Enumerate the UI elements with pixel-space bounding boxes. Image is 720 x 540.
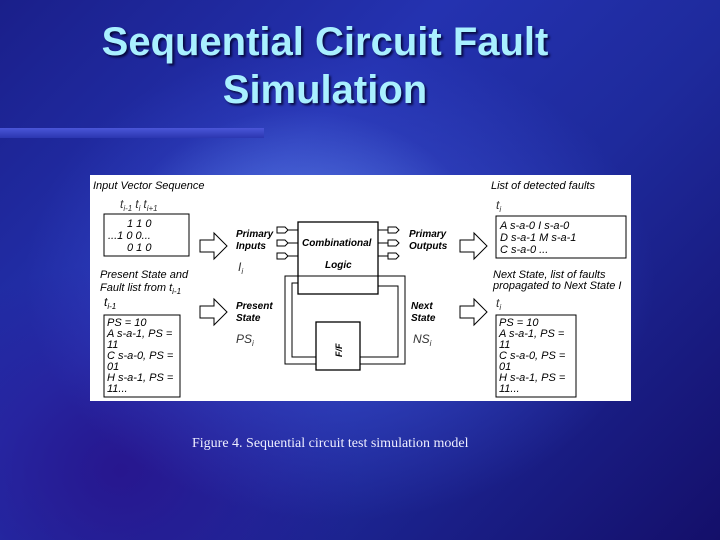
present-list-item: PS = 10 — [107, 317, 147, 329]
ti-label: ti — [496, 198, 501, 214]
input-pins — [276, 226, 298, 260]
next-list-item: C s-a-0, PS = — [499, 350, 566, 362]
detected-row: C s-a-0 ... — [500, 244, 548, 256]
detected-faults-box — [495, 215, 627, 259]
input-vector-box — [103, 213, 190, 257]
detected-faults-label: List of detected faults — [491, 180, 595, 192]
next-fault-list-box — [495, 314, 577, 398]
output-pins — [378, 226, 400, 260]
next-state-box-label-2: State — [411, 313, 436, 324]
detected-faults-list: A s-a-0 I s-a-0 D s-a-1 M s-a-1 C s-a-0 … — [499, 220, 576, 256]
input-vector-label: Input Vector Sequence — [93, 180, 205, 192]
next-list-item: 11... — [499, 383, 520, 395]
primary-inputs-label-1: Primary — [236, 229, 274, 240]
present-list-item: H s-a-1, PS = — [107, 372, 174, 384]
present-state-box-label-2: State — [236, 313, 261, 324]
NSi-label: NSi — [413, 332, 432, 348]
present-list-item: 11... — [107, 383, 128, 395]
vector-row-3: 0 1 0 — [127, 242, 152, 254]
combinational-logic-box — [297, 221, 379, 295]
slide-title-line-1: Sequential Circuit Fault — [101, 20, 549, 64]
present-list-item: C s-a-0, PS = — [107, 350, 174, 362]
slide-title-line-2: Simulation — [222, 68, 428, 112]
next-state-text-1: Next State, list of faults — [493, 269, 606, 281]
present-fault-list: PS = 10 A s-a-1, PS = 11 C s-a-0, PS = 0… — [106, 317, 174, 395]
output-arrow-icon — [459, 231, 488, 261]
next-list-item: H s-a-1, PS = — [499, 372, 566, 384]
next-fault-list: PS = 10 A s-a-1, PS = 11 C s-a-0, PS = 0… — [498, 317, 566, 395]
combinational-label: Combinational — [302, 238, 372, 249]
next-list-item: 01 — [499, 361, 511, 373]
next-list-item: 11 — [499, 339, 510, 351]
vector-row-1: 1 1 0 — [127, 218, 152, 230]
next-state-box-label-1: Next — [411, 301, 433, 312]
detected-row: A s-a-0 I s-a-0 — [499, 220, 570, 232]
Ii-label: Ii — [238, 260, 243, 276]
next-list-item: PS = 10 — [499, 317, 539, 329]
next-state-text-2: propagated to Next State I — [492, 280, 621, 292]
PSi-label: PSi — [236, 332, 254, 348]
ti-1-label: ti-1 — [104, 295, 116, 311]
present-list-item: A s-a-1, PS = — [106, 328, 173, 340]
present-list-item: 01 — [107, 361, 119, 373]
vector-row-2: ...1 0 0... — [108, 230, 151, 242]
logic-label: Logic — [325, 260, 352, 271]
primary-inputs-label-2: Inputs — [236, 241, 266, 252]
primary-outputs-label-1: Primary — [409, 229, 447, 240]
next-list-item: A s-a-1, PS = — [498, 328, 565, 340]
input-arrow-icon — [199, 231, 228, 261]
primary-outputs-label-2: Outputs — [409, 241, 448, 252]
flip-flop-box — [315, 321, 361, 371]
present-state-label-1: Present State and — [100, 269, 189, 281]
figure-caption: Figure 4. Sequential circuit test simula… — [192, 436, 469, 451]
present-fault-list-box — [103, 314, 181, 398]
detected-row: D s-a-1 M s-a-1 — [500, 232, 576, 244]
present-list-item: 11 — [107, 339, 118, 351]
present-state-box-label-1: Present — [236, 301, 273, 312]
title-underline-bar — [0, 128, 264, 138]
slide-title: Sequential Circuit Fault Simulation — [0, 18, 650, 114]
present-state-label-2: Fault list from ti-1 — [100, 282, 181, 296]
next-state-arrow-icon — [459, 297, 488, 327]
ff-label: F/F — [334, 343, 344, 357]
ti-label-2: ti — [496, 296, 501, 312]
present-state-arrow-icon — [199, 297, 228, 327]
